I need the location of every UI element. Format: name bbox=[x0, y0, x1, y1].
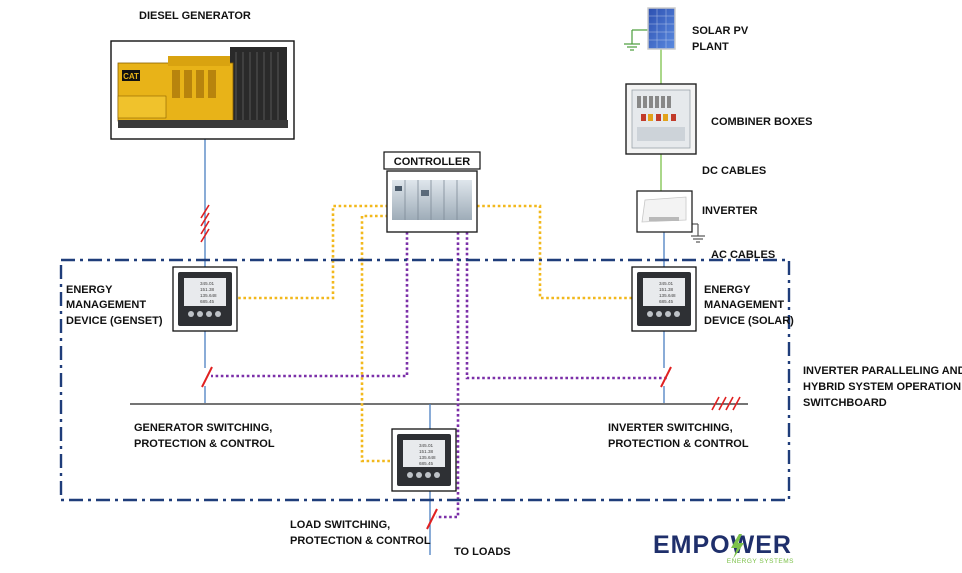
logo-bolt-icon bbox=[731, 534, 744, 559]
logo-tagline: ENERGY SYSTEMS bbox=[727, 558, 794, 565]
controller-to-solar-emd-link bbox=[477, 204, 633, 300]
controller-to-genset-emd-link bbox=[237, 204, 388, 300]
controller-label-box bbox=[383, 151, 481, 170]
controller-to-load-emd-link bbox=[360, 214, 392, 463]
meter-reading: 151.38 bbox=[419, 449, 433, 454]
generator-badge: CAT bbox=[123, 72, 139, 81]
solar-breaker-icon bbox=[660, 366, 672, 388]
generator-cable-ticks-icon bbox=[200, 204, 210, 243]
switchboard-boundary bbox=[59, 258, 791, 502]
switchboard-label-line1: INVERTER PARALLELING AND bbox=[803, 365, 962, 377]
genset-breaker-icon bbox=[201, 366, 213, 388]
meter-reading: 345.01 bbox=[659, 281, 673, 286]
emd-genset-label-line2: MANAGEMENT bbox=[66, 299, 146, 311]
inverter-switching-label-line2: PROTECTION & CONTROL bbox=[608, 438, 749, 450]
inverter-image bbox=[636, 190, 693, 233]
meter-reading: 135.648 bbox=[200, 293, 217, 298]
meter-reading: 135.648 bbox=[659, 293, 676, 298]
meter-reading: 345.01 bbox=[200, 281, 214, 286]
generator-switching-label-line2: PROTECTION & CONTROL bbox=[134, 438, 275, 450]
load-breaker-icon bbox=[426, 508, 438, 530]
combiner-box-image bbox=[625, 83, 697, 155]
inverter-switching-label-line1: INVERTER SWITCHING, bbox=[608, 422, 733, 434]
emd-genset-label-line3: DEVICE (GENSET) bbox=[66, 315, 163, 327]
generator-switching-label-line1: GENERATOR SWITCHING, bbox=[134, 422, 272, 434]
controller-to-genset-breaker-link bbox=[211, 232, 409, 378]
genset-energy-meter-image: 345.01 151.38 135.648 685.45 bbox=[172, 266, 238, 332]
dc-cables-label: DC CABLES bbox=[702, 165, 766, 177]
meter-reading: 685.45 bbox=[419, 461, 433, 466]
ac-cables-label: AC CABLES bbox=[711, 249, 775, 261]
solar-ground-icon bbox=[624, 29, 648, 51]
solar-panel-image bbox=[647, 7, 676, 50]
switchboard-label-line3: SWITCHBOARD bbox=[803, 397, 887, 409]
controller-label: CONTROLLER bbox=[394, 156, 470, 168]
meter-reading: 685.45 bbox=[200, 299, 214, 304]
busbar-cable-ticks-icon bbox=[711, 396, 741, 411]
controller-plc-image bbox=[386, 170, 478, 233]
meter-reading: 135.648 bbox=[419, 455, 436, 460]
load-switching-label-line1: LOAD SWITCHING, bbox=[290, 519, 390, 531]
emd-solar-label-line2: MANAGEMENT bbox=[704, 299, 784, 311]
emd-genset-label-line1: ENERGY bbox=[66, 284, 113, 296]
solar-energy-meter-image: 345.01 151.38 135.648 685.45 bbox=[631, 266, 697, 332]
diesel-generator-image: CAT bbox=[110, 40, 295, 140]
meter-reading: 151.38 bbox=[200, 287, 214, 292]
load-switching-label-line2: PROTECTION & CONTROL bbox=[290, 535, 431, 547]
load-energy-meter-image: 345.01 151.38 135.648 685.45 bbox=[391, 428, 457, 492]
solar-pv-label-line2: PLANT bbox=[692, 41, 729, 53]
meter-reading: 345.01 bbox=[419, 443, 433, 448]
to-loads-label: TO LOADS bbox=[454, 546, 511, 558]
solar-pv-label-line1: SOLAR PV bbox=[692, 25, 749, 37]
inverter-ground-icon bbox=[688, 223, 705, 243]
logo-wordmark: EMPOWER bbox=[653, 531, 792, 559]
diesel-generator-label: DIESEL GENERATOR bbox=[139, 10, 251, 22]
switchboard-label-line2: HYBRID SYSTEM OPERATION bbox=[803, 381, 961, 393]
controller-to-solar-breaker-link bbox=[465, 232, 668, 380]
inverter-label: INVERTER bbox=[702, 205, 758, 217]
empower-logo: EMPOWER ENERGY SYSTEMS bbox=[653, 531, 794, 565]
controller-to-load-breaker-link bbox=[436, 232, 460, 519]
combiner-boxes-label: COMBINER BOXES bbox=[711, 116, 812, 128]
emd-solar-label-line3: DEVICE (SOLAR) bbox=[704, 315, 794, 327]
meter-reading: 151.38 bbox=[659, 287, 673, 292]
meter-reading: 685.45 bbox=[659, 299, 673, 304]
emd-solar-label-line1: ENERGY bbox=[704, 284, 751, 296]
